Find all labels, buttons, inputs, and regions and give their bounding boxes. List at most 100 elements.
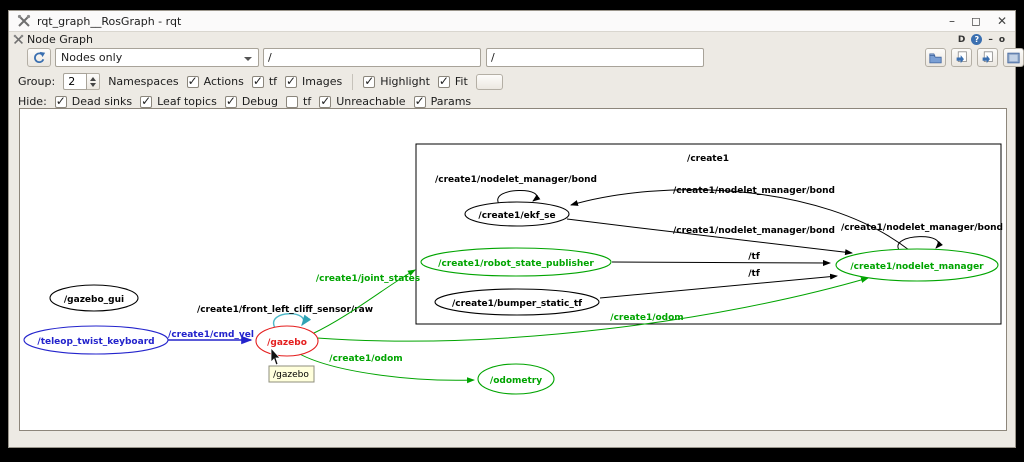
group-value-input[interactable] — [63, 73, 88, 90]
unreachable-checkbox[interactable] — [319, 94, 332, 108]
node-gazebo-gui: /gazebo_gui — [49, 284, 139, 312]
wrench-app-icon — [17, 14, 31, 27]
checkbox-dead-sinks[interactable]: Dead sinks — [54, 94, 132, 108]
edge-label-bond-2: /create1/nodelet_manager/bond — [673, 186, 835, 196]
window-title: rqt_graph__RosGraph - rqt — [37, 14, 182, 28]
svg-text:/gazebo_gui: /gazebo_gui — [64, 295, 124, 305]
svg-text:/create1/nodelet_manager: /create1/nodelet_manager — [850, 262, 984, 272]
leaf-topics-checkbox[interactable] — [140, 94, 153, 108]
edge-cliff-sensor-selfloop — [272, 313, 312, 329]
fit-in-view-button[interactable] — [475, 73, 503, 90]
chevron-down-icon — [244, 57, 252, 61]
node-teleop-twist-keyboard: /teleop_twist_keyboard — [23, 325, 169, 355]
tooltip-text: /gazebo — [273, 370, 309, 380]
close-icon[interactable]: ✕ — [996, 14, 1007, 28]
checkbox-tf[interactable]: tf — [251, 74, 277, 88]
group-spinbox[interactable] — [63, 73, 101, 90]
hide-label: Hide: — [18, 95, 47, 108]
checkbox-highlight[interactable]: Highlight — [363, 74, 430, 88]
debug-checkbox[interactable] — [224, 94, 237, 108]
highlight-checkbox[interactable] — [363, 74, 376, 88]
svg-text:/create1/robot_state_publisher: /create1/robot_state_publisher — [438, 259, 594, 269]
save-image-button[interactable] — [1003, 48, 1024, 67]
minimize-icon[interactable]: – — [948, 14, 955, 28]
checkbox-unreachable[interactable]: Unreachable — [319, 94, 406, 108]
edge-label-odom-2: /create1/odom — [610, 313, 683, 323]
checkbox-images[interactable]: Images — [285, 74, 342, 88]
checkbox-actions[interactable]: Actions — [186, 74, 244, 88]
gazebo-tooltip: /gazebo — [268, 365, 315, 383]
node-nodelet-manager: /create1/nodelet_manager — [835, 248, 999, 282]
dead-sinks-checkbox[interactable] — [54, 94, 67, 108]
svg-text:/create1/ekf_se: /create1/ekf_se — [478, 211, 555, 221]
save-file-icon — [956, 51, 967, 64]
edge-label-cmd-vel: /create1/cmd_vel — [168, 330, 254, 340]
checkbox-debug[interactable]: Debug — [224, 94, 278, 108]
image-icon — [1007, 52, 1020, 63]
edge-tf-bumper — [599, 273, 838, 299]
create1-cluster-label: /create1 — [687, 154, 729, 164]
save-file-icon — [982, 51, 993, 64]
svg-text:/gazebo: /gazebo — [267, 338, 307, 348]
hide-row: Hide: Dead sinks Leaf topics Debug tf Un… — [18, 94, 471, 109]
checkbox-hide-tf[interactable]: tf — [286, 95, 311, 108]
maximize-icon[interactable]: ◻ — [970, 14, 981, 28]
svg-text:/odometry: /odometry — [490, 376, 542, 386]
edge-ekf-bond-selfloop — [497, 190, 541, 205]
topic-filter-input[interactable] — [486, 48, 704, 67]
group-label: Group: — [18, 75, 56, 88]
edge-nodelet-to-ekf — [570, 189, 910, 251]
rqt-window: rqt_graph__RosGraph - rqt – ◻ ✕ Node Gra… — [8, 10, 1024, 448]
node-filter-input[interactable] — [263, 48, 481, 67]
node-bumper-static-tf: /create1/bumper_static_tf — [434, 288, 600, 316]
plugin-settings-icon[interactable]: D — [957, 34, 966, 45]
checkbox-leaf-topics[interactable]: Leaf topics — [140, 94, 217, 108]
namespaces-label: Namespaces — [108, 75, 179, 88]
edge-label-bond-3: /create1/nodelet_manager/bond — [673, 226, 835, 236]
edge-label-tf-1: /tf — [748, 252, 760, 262]
edge-joint-states — [311, 269, 416, 335]
edge-nodelet-bond-selfloop — [897, 236, 943, 251]
mouse-cursor-icon — [270, 346, 281, 366]
edge-label-bond-4: /create1/nodelet_manager/bond — [841, 223, 1003, 233]
separator — [352, 73, 354, 90]
plugin-title: Node Graph — [27, 33, 93, 46]
graph-mode-value: Nodes only — [61, 51, 123, 64]
images-checkbox[interactable] — [285, 74, 298, 88]
graph-mode-select[interactable]: Nodes only — [55, 48, 259, 67]
params-checkbox[interactable] — [413, 94, 426, 108]
spinner-arrows-icon[interactable] — [87, 73, 101, 90]
checkbox-params[interactable]: Params — [413, 94, 471, 108]
node-odometry: /odometry — [477, 363, 555, 395]
fit-checkbox[interactable] — [437, 74, 450, 88]
load-dot-button[interactable] — [925, 48, 946, 67]
plugin-help-icon[interactable]: ? — [971, 34, 983, 45]
create1-cluster-box — [415, 143, 1002, 325]
refresh-icon — [34, 51, 46, 63]
tf-checkbox[interactable] — [251, 74, 264, 88]
open-folder-icon — [929, 53, 942, 63]
graph-toolbar: Nodes only — [9, 48, 1024, 69]
edge-odom-to-odometry — [295, 351, 475, 384]
graph-canvas[interactable]: /create1 /create1/cmd_vel /create1/front… — [19, 108, 1007, 431]
hide-tf-checkbox[interactable] — [286, 95, 298, 108]
svg-text:/create1/bumper_static_tf: /create1/bumper_static_tf — [452, 299, 582, 309]
checkbox-fit[interactable]: Fit — [437, 74, 468, 88]
edge-label-tf-2: /tf — [748, 269, 760, 279]
save-svg-button[interactable] — [977, 48, 998, 67]
edge-label-cliff-sensor: /create1/front_left_cliff_sensor/raw — [197, 305, 373, 315]
plugin-header: Node Graph D ? – o — [9, 32, 1015, 47]
actions-checkbox[interactable] — [186, 74, 199, 88]
node-ekf-se: /create1/ekf_se — [464, 201, 570, 227]
refresh-button[interactable] — [27, 48, 51, 67]
edge-label-joint-states: /create1/joint_states — [316, 274, 420, 284]
node-gazebo: /gazebo — [255, 325, 319, 357]
save-dot-button[interactable] — [951, 48, 972, 67]
plugin-collapse-icon[interactable]: – — [988, 34, 993, 45]
window-titlebar[interactable]: rqt_graph__RosGraph - rqt – ◻ ✕ — [9, 11, 1015, 32]
filter-row: Group: Namespaces Actions tf Images — [18, 73, 503, 90]
plugin-close-icon[interactable]: o — [998, 34, 1005, 45]
edge-ekf-to-nodelet — [566, 218, 853, 256]
wrench-plugin-icon — [13, 34, 24, 44]
